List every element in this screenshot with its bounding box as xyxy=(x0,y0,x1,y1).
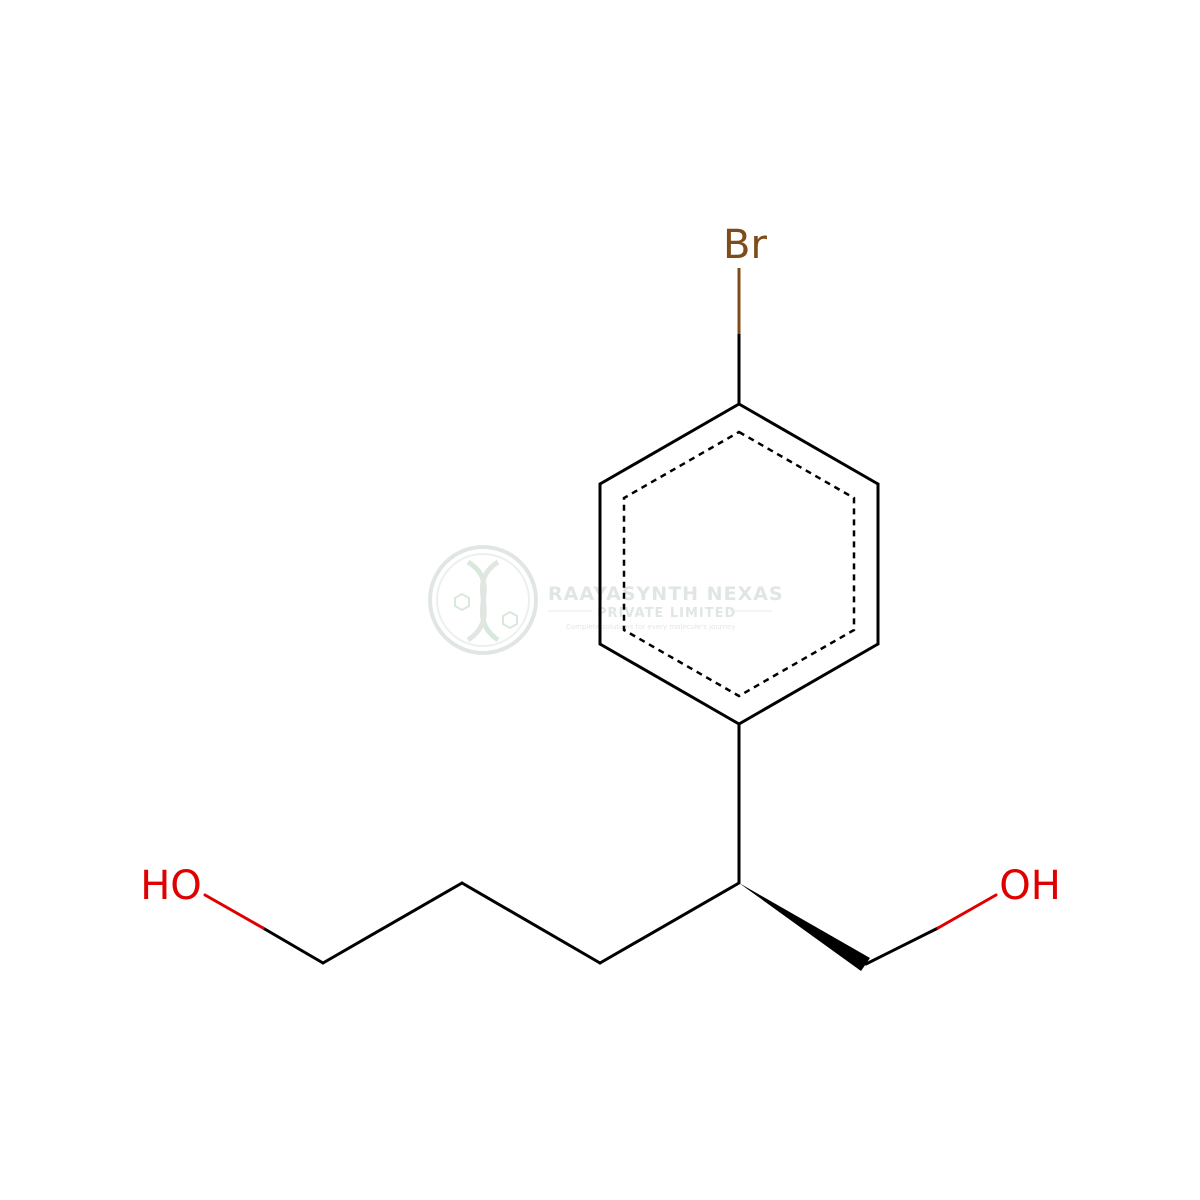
hydroxyl-left-label: HO xyxy=(140,863,202,909)
c-o-bond-right xyxy=(864,926,940,966)
c-o-bond-right-o-half xyxy=(936,893,998,930)
watermark-title: RAAYASYNTH NEXAS xyxy=(548,583,784,605)
dna-logo-icon xyxy=(428,545,538,655)
bromine-label: Br xyxy=(723,222,767,268)
watermark: RAAYASYNTH NEXAS PRIVATE LIMITED Complet… xyxy=(428,545,784,655)
chain-bond xyxy=(261,926,325,965)
chain-bond xyxy=(321,881,464,965)
ring-bond xyxy=(737,642,880,726)
hydroxyl-right-label: OH xyxy=(999,863,1061,909)
ring-bond xyxy=(598,402,741,486)
propyl-chain xyxy=(261,881,741,965)
ring-bond xyxy=(598,642,741,726)
c-o-bond-left xyxy=(203,893,265,930)
watermark-subtitle: PRIVATE LIMITED xyxy=(597,606,736,621)
chain-bond xyxy=(460,881,602,965)
wedge-bond xyxy=(739,883,870,971)
ring-bond xyxy=(737,402,880,486)
aromatic-inner-ring xyxy=(622,430,856,698)
watermark-tagline: Complete solutions for every molecule's … xyxy=(566,623,735,631)
chain-bond xyxy=(598,881,741,965)
aromatic-ring xyxy=(598,402,880,726)
